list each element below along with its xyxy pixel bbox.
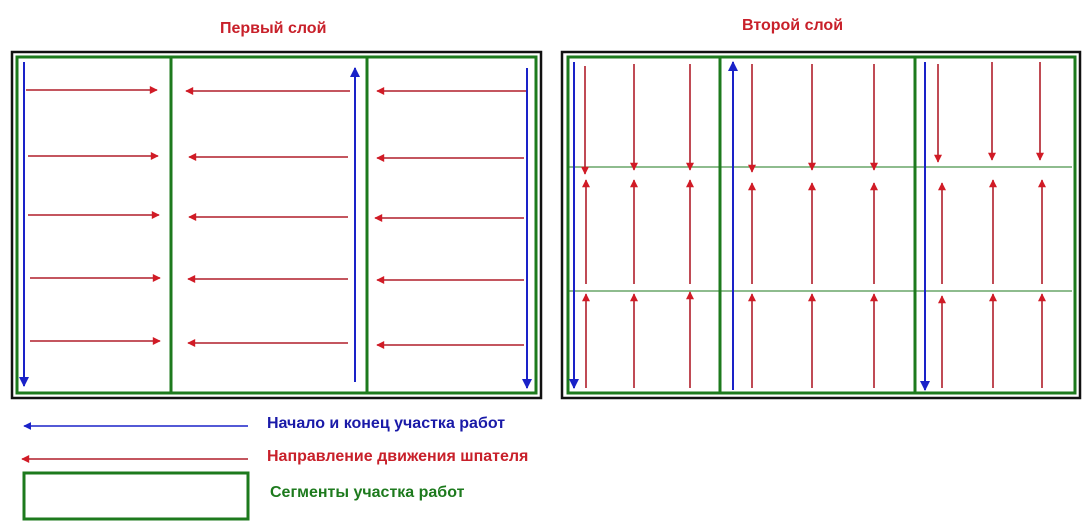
legend-label-start-end: Начало и конец участка работ bbox=[267, 415, 506, 432]
first-layer-panel bbox=[10, 50, 543, 400]
first-layer-frame bbox=[10, 50, 543, 400]
second-layer-panel bbox=[560, 50, 1082, 400]
first-layer-segment-area bbox=[15, 55, 538, 395]
legend bbox=[21, 422, 250, 521]
second-layer-segment-area bbox=[566, 55, 1077, 395]
legend-label-trowel-direction: Направление движения шпателя bbox=[267, 448, 529, 465]
second-layer-title: Второй слой bbox=[742, 17, 844, 34]
first-layer-title: Первый слой bbox=[220, 20, 327, 37]
legend-green-box bbox=[22, 471, 250, 521]
legend-label-segments: Сегменты участка работ bbox=[270, 484, 465, 501]
second-layer-frame bbox=[560, 50, 1082, 400]
